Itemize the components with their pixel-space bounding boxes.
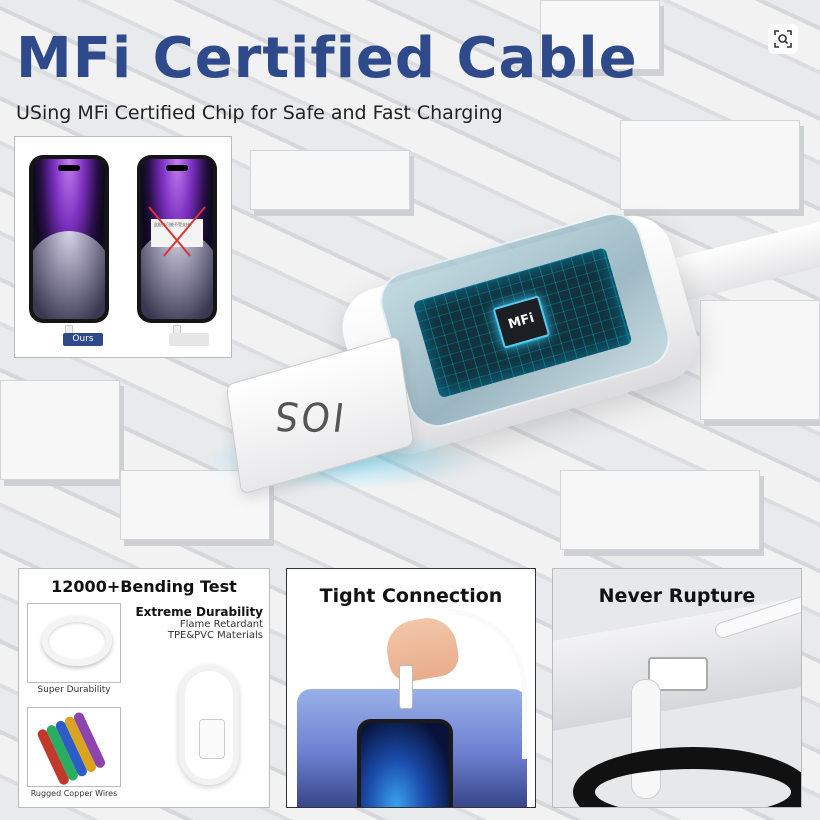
plug-label: IOS [269,393,347,440]
dynamic-island [58,165,80,171]
transparent-shell: MFi [373,205,677,435]
phone-ours [29,155,109,323]
wires-bundle [36,708,120,786]
dynamic-island [166,165,188,171]
connector-illustration: MFi IOS [200,180,820,540]
bg-block [250,150,410,210]
panel-title: Never Rupture [598,585,756,607]
page-subtitle: USing MFi Certified Chip for Safe and Fa… [16,102,503,124]
comparison-box: 此配件可能不受支持 Ours [14,136,232,358]
bg-block [0,380,120,480]
red-x-icon [149,207,205,261]
cable [447,609,527,759]
lightning-plug [399,665,413,709]
never-rupture-panel: Never Rupture [552,568,802,808]
circuit-board: MFi [412,247,633,399]
wallpaper-wave [33,231,105,319]
bg-block [540,0,660,70]
panel-title: 12000+Bending Test [51,577,237,596]
cable-loop [42,616,112,666]
phone-front [357,719,453,807]
super-durability-image [27,603,121,683]
others-label [169,333,209,346]
phone-screen [33,159,105,319]
caption-super-durability: Super Durability [37,685,111,695]
scan-search-icon [774,30,792,48]
ours-label: Ours [63,333,103,346]
tight-connection-panel: Tight Connection [286,568,536,808]
page-title: MFi Certified Cable [16,26,638,91]
mfi-chip: MFi [492,295,551,349]
bg-block [560,470,760,550]
bending-test-panel: 12000+Bending Test Super Durability Rugg… [18,568,270,808]
cable-plug [199,719,225,759]
panel-title: Tight Connection [319,585,503,607]
durability-info: Extreme Durability Flame Retardant TPE&P… [129,605,269,641]
coiled-cable [179,665,239,785]
copper-wires-image [27,707,121,787]
phone-wallpaper [361,723,449,807]
caption-copper-wires: Rugged Copper Wires [30,789,118,798]
durability-line: TPE&PVC Materials [167,630,263,641]
black-cable-coil [573,747,801,807]
bg-block [700,300,820,420]
bg-block [620,120,800,210]
phone-screen: 此配件可能不受支持 [141,159,213,319]
durability-heading: Extreme Durability [135,605,263,619]
scan-button[interactable] [768,24,798,54]
durability-line: Flame Retardant [179,619,263,630]
phone-others: 此配件可能不受支持 [137,155,217,323]
